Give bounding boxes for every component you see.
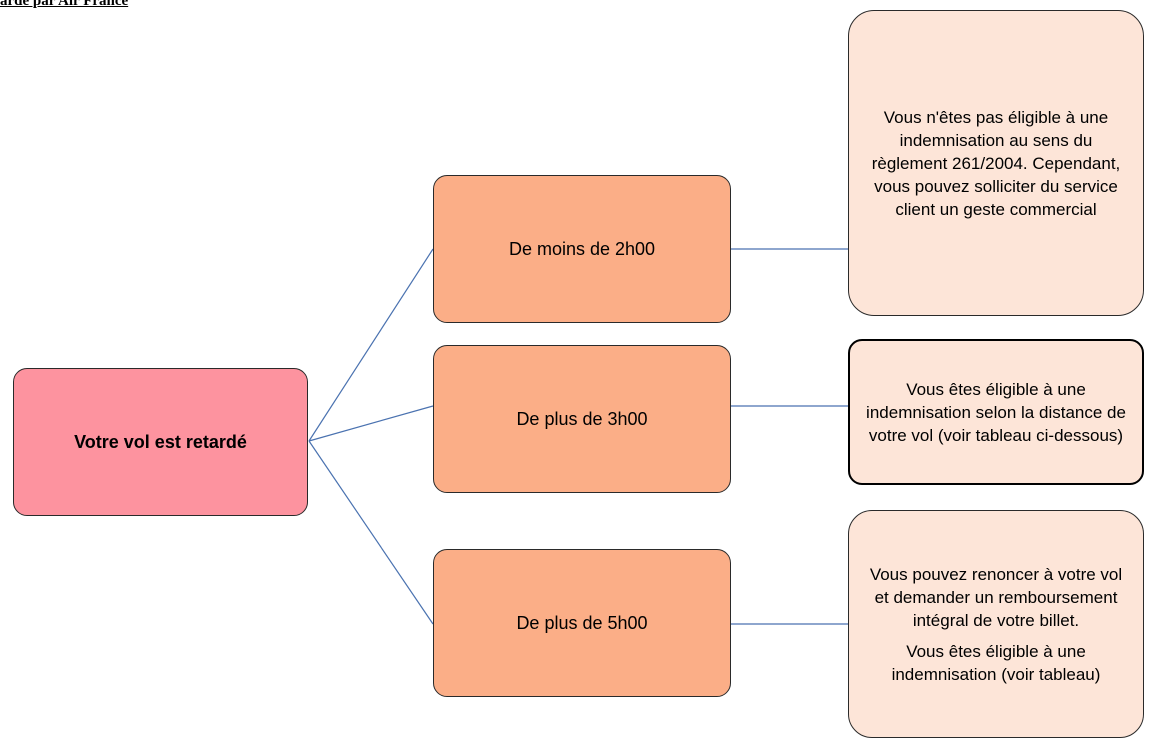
connector-root-branch-2: [308, 405, 434, 442]
branch-node-label: De plus de 5h00: [516, 612, 648, 633]
outcome-text: Vous n'êtes pas éligible à une indemnisa…: [871, 107, 1121, 219]
branch-node-over-5h: De plus de 5h00: [433, 549, 731, 697]
outcome-text: Vous êtes éligible à une indemnisation (…: [891, 641, 1101, 684]
root-node: Votre vol est retardé: [13, 368, 308, 516]
branch-node-over-3h: De plus de 3h00: [433, 345, 731, 493]
outcome-node-not-eligible: Vous n'êtes pas éligible à une indemnisa…: [848, 10, 1144, 316]
outcome-text: Vous êtes éligible à une indemnisation s…: [866, 379, 1126, 445]
outcome-node-eligible-distance: Vous êtes éligible à une indemnisation s…: [848, 339, 1144, 485]
connector-root-branch-3: [308, 440, 434, 625]
outcome-node-refund: Vous pouvez renoncer à votre vol et dema…: [848, 510, 1144, 738]
page-heading: ardé par Air France: [0, 0, 129, 9]
branch-node-under-2h: De moins de 2h00: [433, 175, 731, 323]
branch-node-label: De moins de 2h00: [508, 238, 656, 259]
root-node-label: Votre vol est retardé: [74, 431, 247, 452]
connector-root-branch-1: [308, 248, 434, 442]
branch-node-label: De plus de 3h00: [516, 408, 648, 429]
outcome-text: Vous pouvez renoncer à votre vol et dema…: [869, 564, 1123, 630]
